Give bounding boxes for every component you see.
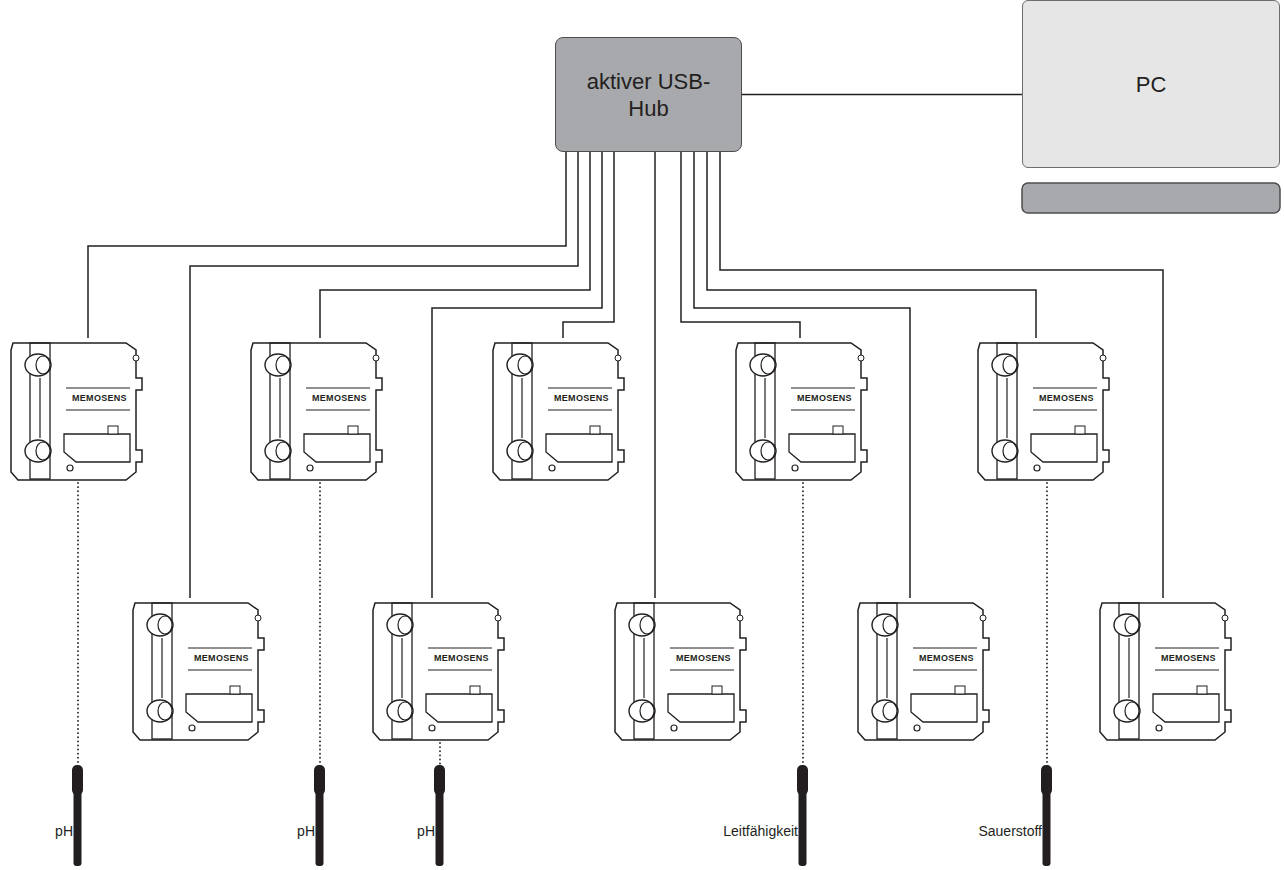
usb-cable bbox=[681, 152, 800, 338]
sensor-cable bbox=[1046, 483, 1048, 765]
memosens-module bbox=[130, 598, 267, 743]
transmitter-module: MEMOSENS bbox=[855, 598, 992, 743]
brand-logo: MEMOSENS bbox=[70, 392, 129, 404]
usb-cable bbox=[742, 94, 1022, 96]
sensor-probe bbox=[71, 765, 85, 866]
sensor-probe bbox=[313, 765, 327, 866]
transmitter-module: MEMOSENS bbox=[130, 598, 267, 743]
brand-logo: MEMOSENS bbox=[1159, 652, 1218, 664]
transmitter-module: MEMOSENS bbox=[248, 338, 385, 483]
usb-cable bbox=[88, 152, 566, 338]
node-label: PC bbox=[1136, 71, 1167, 98]
memosens-module bbox=[612, 598, 749, 743]
usb-hub-box: aktiver USB-Hub bbox=[555, 37, 742, 152]
pc-box: PC bbox=[1022, 0, 1280, 168]
sensor-label: Leitfähigkeit bbox=[723, 823, 798, 839]
memosens-module bbox=[248, 338, 385, 483]
brand-logo: MEMOSENS bbox=[552, 392, 611, 404]
usb-cable bbox=[720, 152, 1163, 598]
memosens-module bbox=[975, 338, 1112, 483]
memosens-module bbox=[370, 598, 507, 743]
sensor-label: pH bbox=[55, 823, 73, 839]
sensor-label: Sauerstoff bbox=[978, 823, 1042, 839]
sensor-probe: pH bbox=[207, 765, 327, 866]
memosens-module bbox=[855, 598, 992, 743]
sensor-probe bbox=[433, 765, 447, 866]
transmitter-module: MEMOSENS bbox=[612, 598, 749, 743]
memosens-module bbox=[1097, 598, 1234, 743]
usb-cable bbox=[563, 152, 614, 338]
brand-logo: MEMOSENS bbox=[310, 392, 369, 404]
memosens-module bbox=[733, 338, 870, 483]
usb-cable bbox=[707, 152, 1036, 338]
sensor-cable bbox=[319, 483, 321, 765]
brand-logo: MEMOSENS bbox=[432, 652, 491, 664]
brand-logo: MEMOSENS bbox=[674, 652, 733, 664]
keyboard bbox=[1022, 183, 1280, 213]
usb-cable bbox=[654, 152, 656, 598]
sensor-probe: Leitfähigkeit bbox=[690, 765, 810, 866]
transmitter-module: MEMOSENS bbox=[1097, 598, 1234, 743]
sensor-probe: pH bbox=[0, 765, 85, 866]
sensor-probe: pH bbox=[327, 765, 447, 866]
sensor-cable bbox=[439, 743, 441, 765]
sensor-probe bbox=[1040, 765, 1054, 866]
usb-cable bbox=[190, 152, 578, 598]
transmitter-module: MEMOSENS bbox=[490, 338, 627, 483]
sensor-cable bbox=[802, 483, 804, 765]
transmitter-module: MEMOSENS bbox=[370, 598, 507, 743]
usb-cable bbox=[320, 152, 590, 338]
transmitter-module: MEMOSENS bbox=[975, 338, 1112, 483]
memosens-module bbox=[490, 338, 627, 483]
brand-logo: MEMOSENS bbox=[795, 392, 854, 404]
sensor-probe bbox=[796, 765, 810, 866]
sensor-label: pH bbox=[297, 823, 315, 839]
transmitter-module: MEMOSENS bbox=[733, 338, 870, 483]
brand-logo: MEMOSENS bbox=[1037, 392, 1096, 404]
sensor-probe: Sauerstoff bbox=[934, 765, 1054, 866]
brand-logo: MEMOSENS bbox=[917, 652, 976, 664]
memosens-module bbox=[8, 338, 145, 483]
usb-cable bbox=[694, 152, 910, 598]
sensor-cable bbox=[77, 483, 79, 765]
sensor-label: pH bbox=[417, 823, 435, 839]
transmitter-module: MEMOSENS bbox=[8, 338, 145, 483]
brand-logo: MEMOSENS bbox=[192, 652, 251, 664]
node-label: aktiver USB-Hub bbox=[578, 68, 719, 122]
